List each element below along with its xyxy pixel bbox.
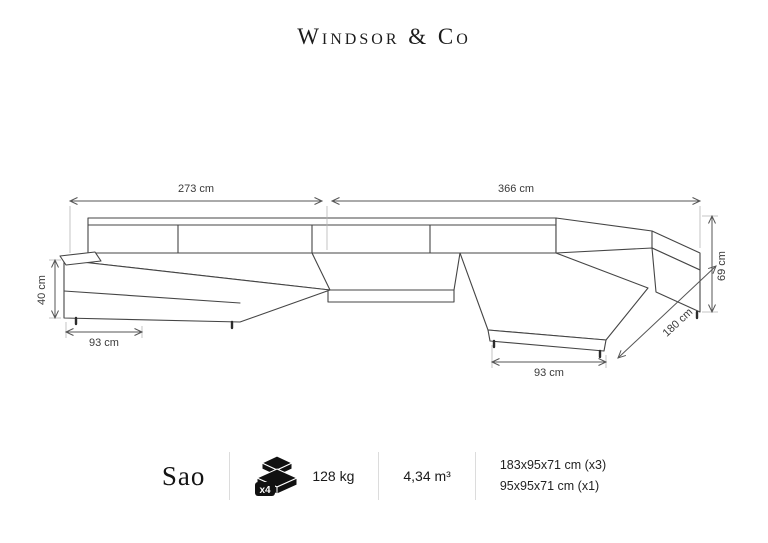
sofa-backrest <box>87 217 557 254</box>
dimension-lines <box>51 197 717 366</box>
dimension-label-depth-left: 93 cm <box>89 337 119 349</box>
sofa-drawing <box>59 217 701 359</box>
package-count-label: x4 <box>260 485 272 496</box>
package-count-badge <box>255 482 276 496</box>
sofa-left-chaise-front <box>63 259 331 323</box>
dimension-label-depth-right: 93 cm <box>534 367 564 379</box>
sofa-right-chaise-front <box>487 329 607 352</box>
dimension-label-height-left: 40 cm <box>36 275 48 305</box>
divider <box>474 452 476 500</box>
weight-value: 128 kg <box>312 468 355 484</box>
dimension-label-top-left: 273 cm <box>178 183 214 195</box>
divider <box>229 452 231 500</box>
divider <box>378 452 380 500</box>
volume-value: 4,34 m³ <box>403 468 451 484</box>
sofa-left-armrest <box>59 251 102 266</box>
sofa-left-chaise-seam <box>63 290 241 304</box>
package-stack-icon: x4 <box>255 455 299 496</box>
package-size-line-2: 95x95x71 cm (x1) <box>499 479 600 493</box>
product-name: Sao <box>161 460 206 491</box>
package-dimensions: 183x95x71 cm (x3) 95x95x71 cm (x1) <box>500 455 606 498</box>
sofa-center-seat-top <box>311 252 461 291</box>
dimension-label-length-right: 180 cm <box>661 306 696 339</box>
dimension-line-180 <box>617 265 717 359</box>
brand-logo: Windsor & Co <box>297 24 471 49</box>
dimension-label-top-right: 366 cm <box>498 183 534 195</box>
package-bottom-box-side <box>276 477 298 495</box>
packaging-spec: x4 128 kg <box>254 453 354 499</box>
dimension-label-height-right: 69 cm <box>716 251 728 281</box>
product-specs-bar: Sao x4 128 kg 4,34 m³ 183x95x71 c <box>0 452 768 500</box>
sofa-center-seat-front <box>327 289 455 303</box>
sofa-right-chaise-top <box>459 252 649 341</box>
package-size-line-1: 183x95x71 cm (x3) <box>499 457 607 472</box>
